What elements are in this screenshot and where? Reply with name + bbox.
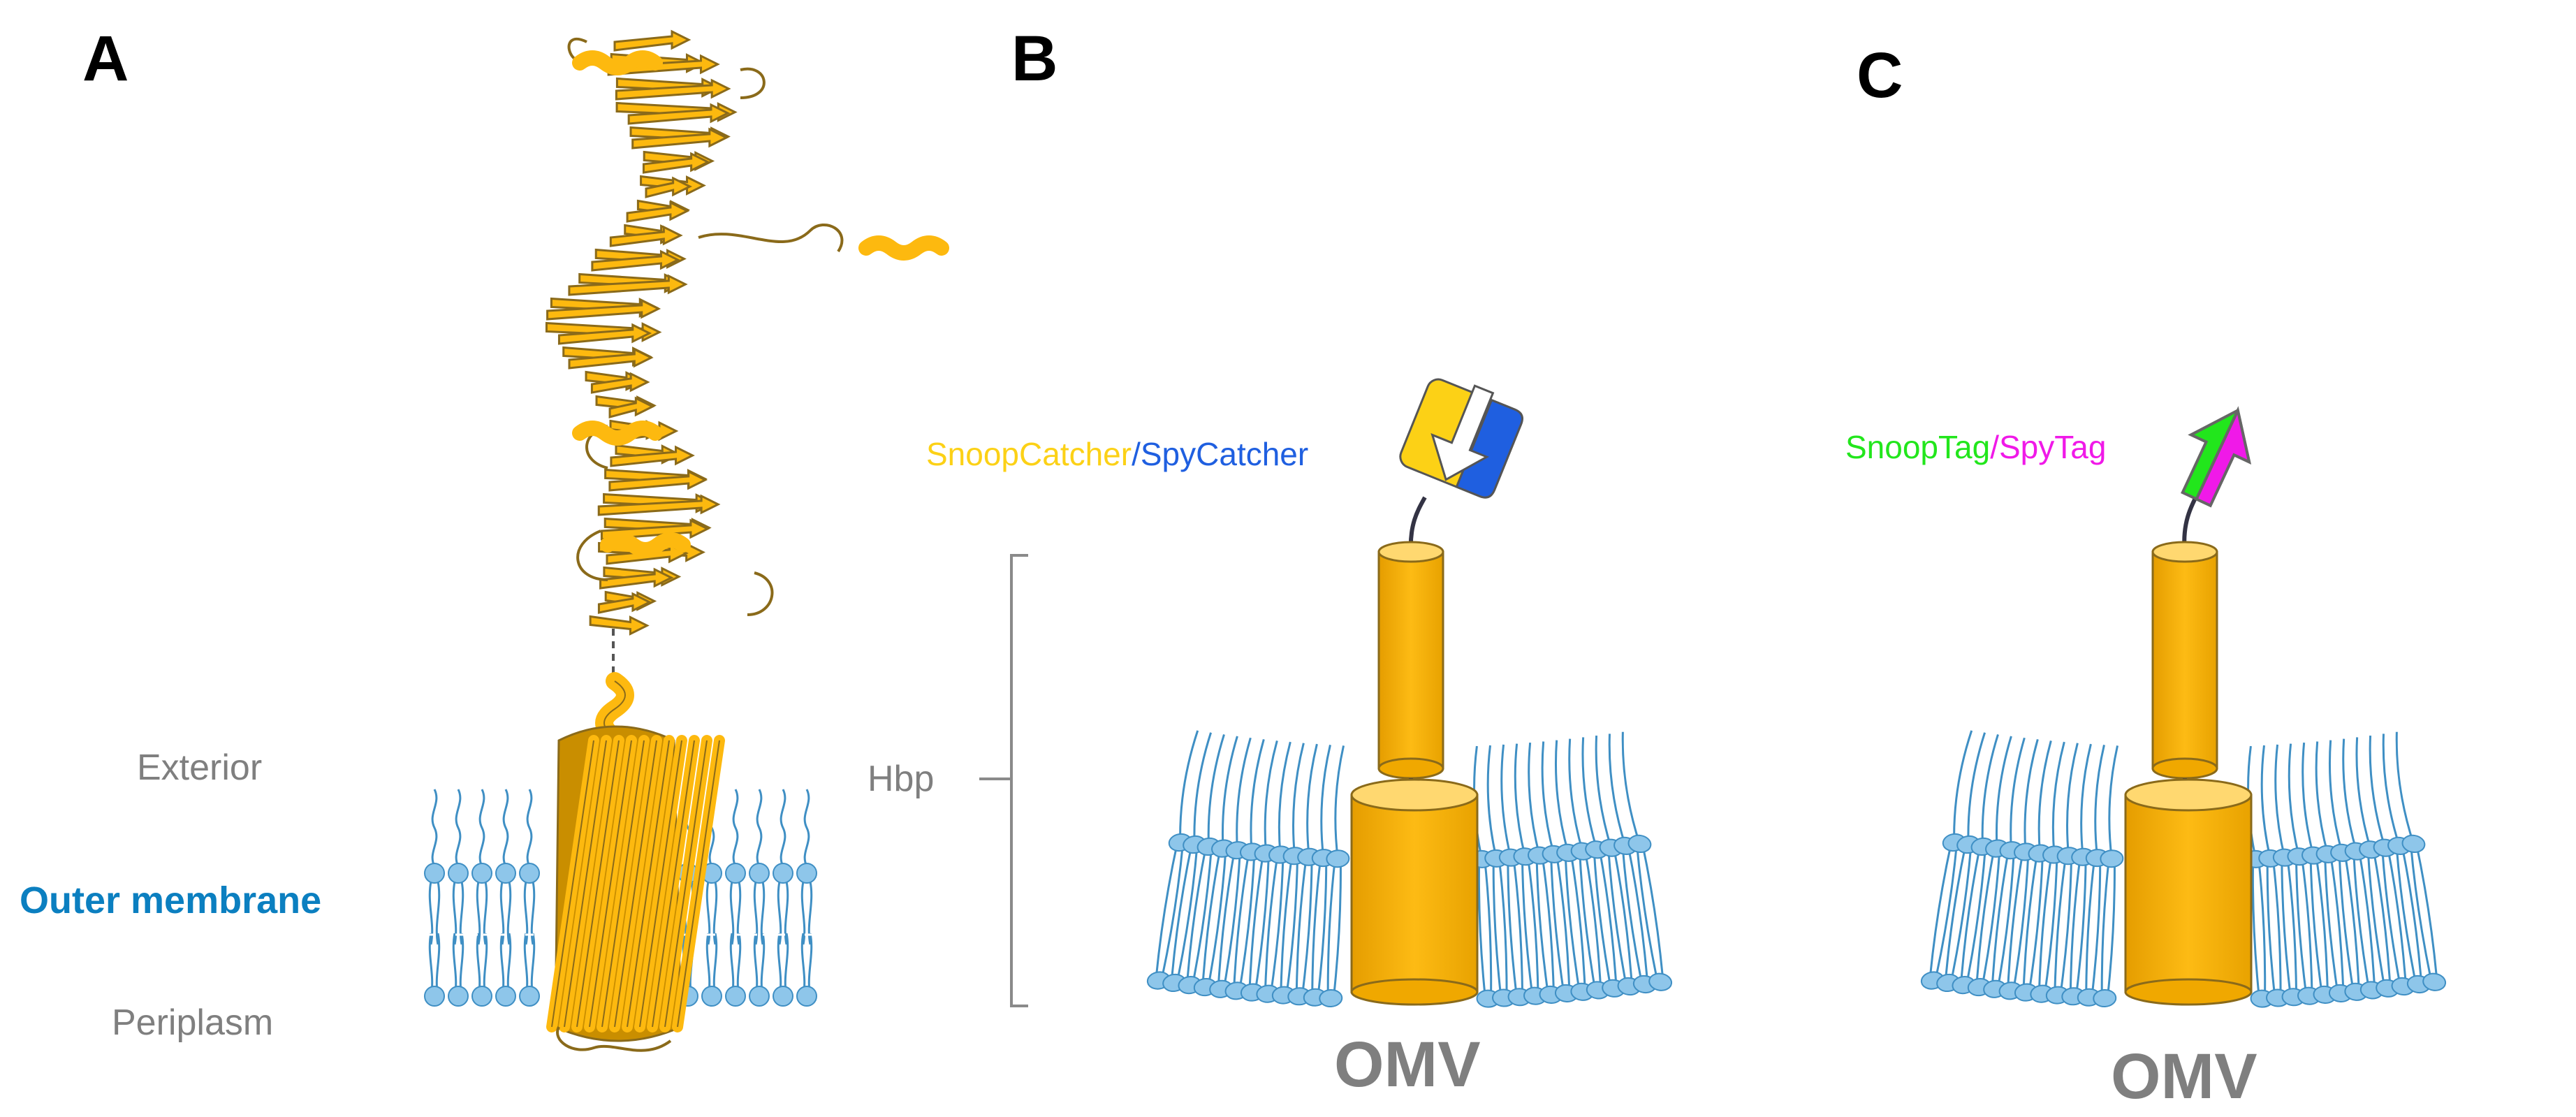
- separator-c: /: [1990, 429, 1999, 465]
- spycatcher-text: SpyCatcher: [1140, 436, 1309, 472]
- panel-a-membrane: [424, 789, 817, 1007]
- catcher-domain-icon: [1399, 378, 1523, 499]
- panel-a-letter: A: [82, 23, 129, 94]
- catcher-label: SnoopCatcher/SpyCatcher: [926, 438, 1308, 470]
- spytag-text: SpyTag: [1998, 429, 2107, 465]
- snooptag-text: SnoopTag: [1845, 429, 1991, 465]
- hbp-label: Hbp: [868, 759, 935, 799]
- lipid-bilayer-a: [424, 789, 817, 1007]
- curved-bilayer-c: [1920, 730, 2447, 1008]
- hbp-cylinders-c: [2124, 488, 2253, 1006]
- omv-label-b: OMV: [1334, 1029, 1481, 1100]
- panel-c-membrane: [1920, 730, 2447, 1008]
- separator-b: /: [1132, 436, 1141, 472]
- outer-membrane-label: Outer membrane: [20, 879, 322, 921]
- snoopcatcher-text: SnoopCatcher: [926, 436, 1132, 472]
- hbp-bracket: [1010, 554, 1028, 1007]
- protein-structure-cartoon: [545, 29, 949, 1052]
- curved-bilayer-b: [1146, 730, 1673, 1008]
- periplasm-label: Periplasm: [112, 1002, 274, 1043]
- panel-b-membrane: [1146, 730, 1673, 1008]
- tag-arrow-icon: [2181, 406, 2251, 508]
- panel-b-letter: B: [1011, 23, 1058, 94]
- omv-label-c: OMV: [2111, 1041, 2257, 1112]
- hbp-cylinders-b: [1350, 496, 1479, 1006]
- exterior-label: Exterior: [137, 747, 263, 788]
- tag-label: SnoopTag/SpyTag: [1845, 431, 2106, 463]
- panel-c-letter: C: [1857, 40, 1903, 111]
